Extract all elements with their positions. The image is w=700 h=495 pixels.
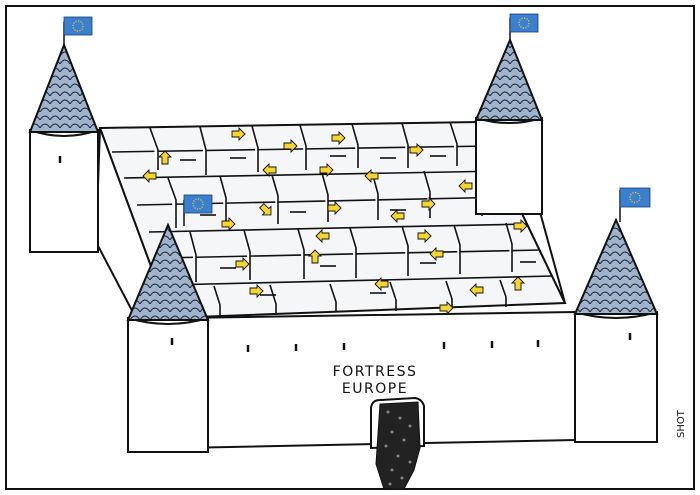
- tower-front-right: [573, 190, 659, 443]
- maze-courtyard: [98, 120, 567, 320]
- tower-front-left: [126, 200, 210, 453]
- tower-back-left: [28, 22, 100, 253]
- eu-flag-icon: [509, 13, 539, 33]
- eu-flag-icon: [63, 16, 93, 36]
- eu-flag-icon: [183, 194, 213, 214]
- eu-flag-icon: [619, 187, 651, 208]
- caption-line-2: EUROPE: [341, 381, 409, 397]
- tower-back-right: [474, 18, 544, 215]
- eu-flags: [63, 13, 651, 214]
- fortress-gate: [370, 396, 425, 490]
- artist-signature: SHOT: [676, 410, 687, 438]
- caption-line-1: FORTRESS: [332, 364, 418, 380]
